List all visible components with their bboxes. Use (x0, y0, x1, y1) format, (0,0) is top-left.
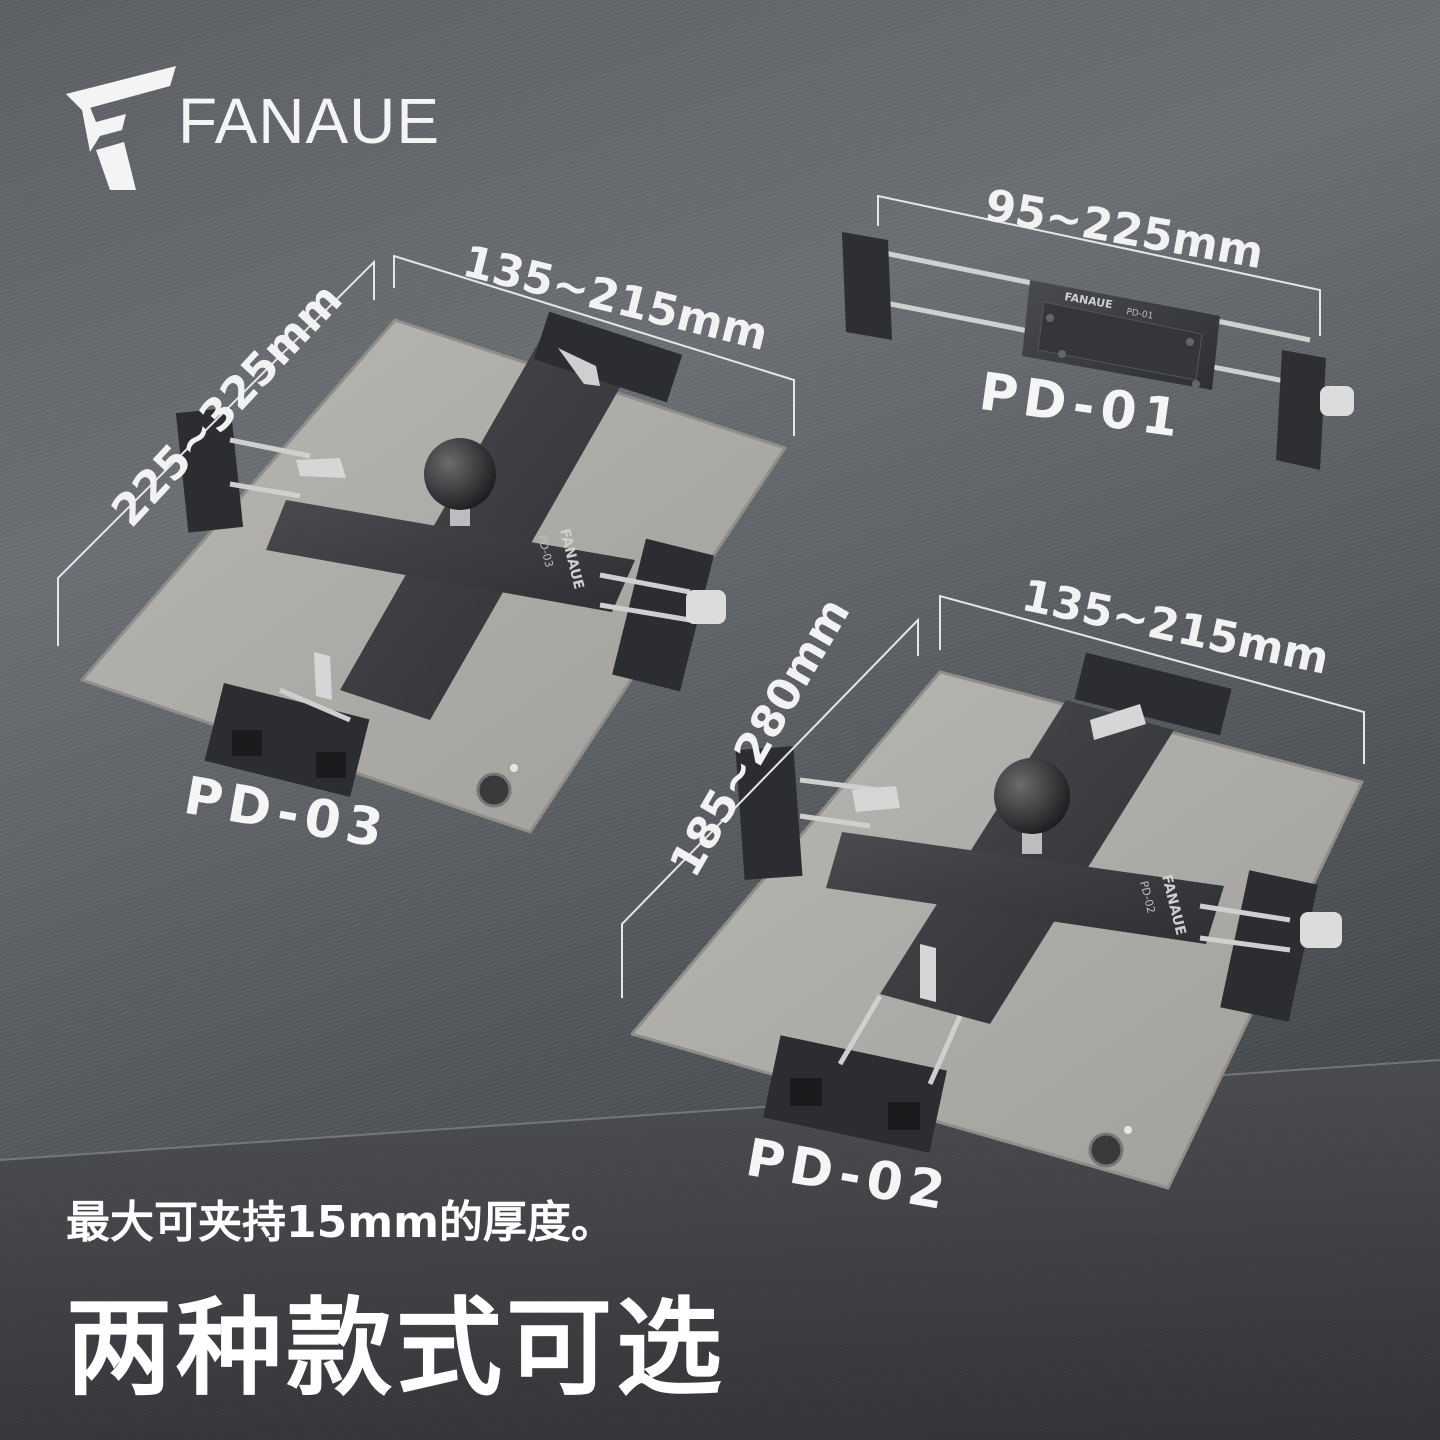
pd01-product: FANAUE PD-01 (842, 232, 1354, 470)
brand-logo: FANAUE (66, 66, 486, 196)
brand-name: FANAUE (178, 85, 441, 157)
caption-text: 最大可夹持15mm的厚度。 (66, 1197, 615, 1248)
pd03-knob (686, 590, 726, 624)
pd02-camera-icon (1088, 1132, 1124, 1168)
pd03-product: FANAUE PD-03 (80, 311, 787, 834)
pd02-lever-3 (920, 944, 936, 1002)
pd03-camera-icon (476, 772, 512, 808)
pd01-engraving-model: PD-01 (1125, 307, 1153, 322)
pd03-cross-bar (266, 500, 635, 612)
pd02-cross-bar (826, 832, 1224, 944)
pd02-lever-2 (852, 786, 900, 812)
pd01-left-clamp (842, 232, 892, 340)
pd03-clamp-left (175, 407, 244, 533)
pd01-right-clamp (1276, 350, 1326, 470)
brand-mark-icon (66, 66, 176, 190)
pd02-product: FANAUE PD-02 (630, 652, 1364, 1190)
pd02-lever-1 (1090, 704, 1146, 740)
pd03-cross-arm (340, 340, 630, 720)
headline-text: 两种款式可选 (66, 1287, 726, 1410)
pd02-ball-mount (994, 758, 1070, 834)
pd03-lever-3 (314, 652, 332, 700)
pd02-knob (1300, 912, 1342, 948)
pd02-clamp-top (1074, 652, 1232, 736)
pd03-ball-mount (424, 438, 496, 510)
pd03-clamp-top (533, 311, 683, 403)
pd02-clamp-left (735, 746, 803, 880)
pd03-lever-2 (296, 458, 346, 478)
dimension-lines (57, 194, 1365, 998)
pd03-lever-1 (558, 348, 600, 386)
pd01-knob (1320, 386, 1354, 416)
